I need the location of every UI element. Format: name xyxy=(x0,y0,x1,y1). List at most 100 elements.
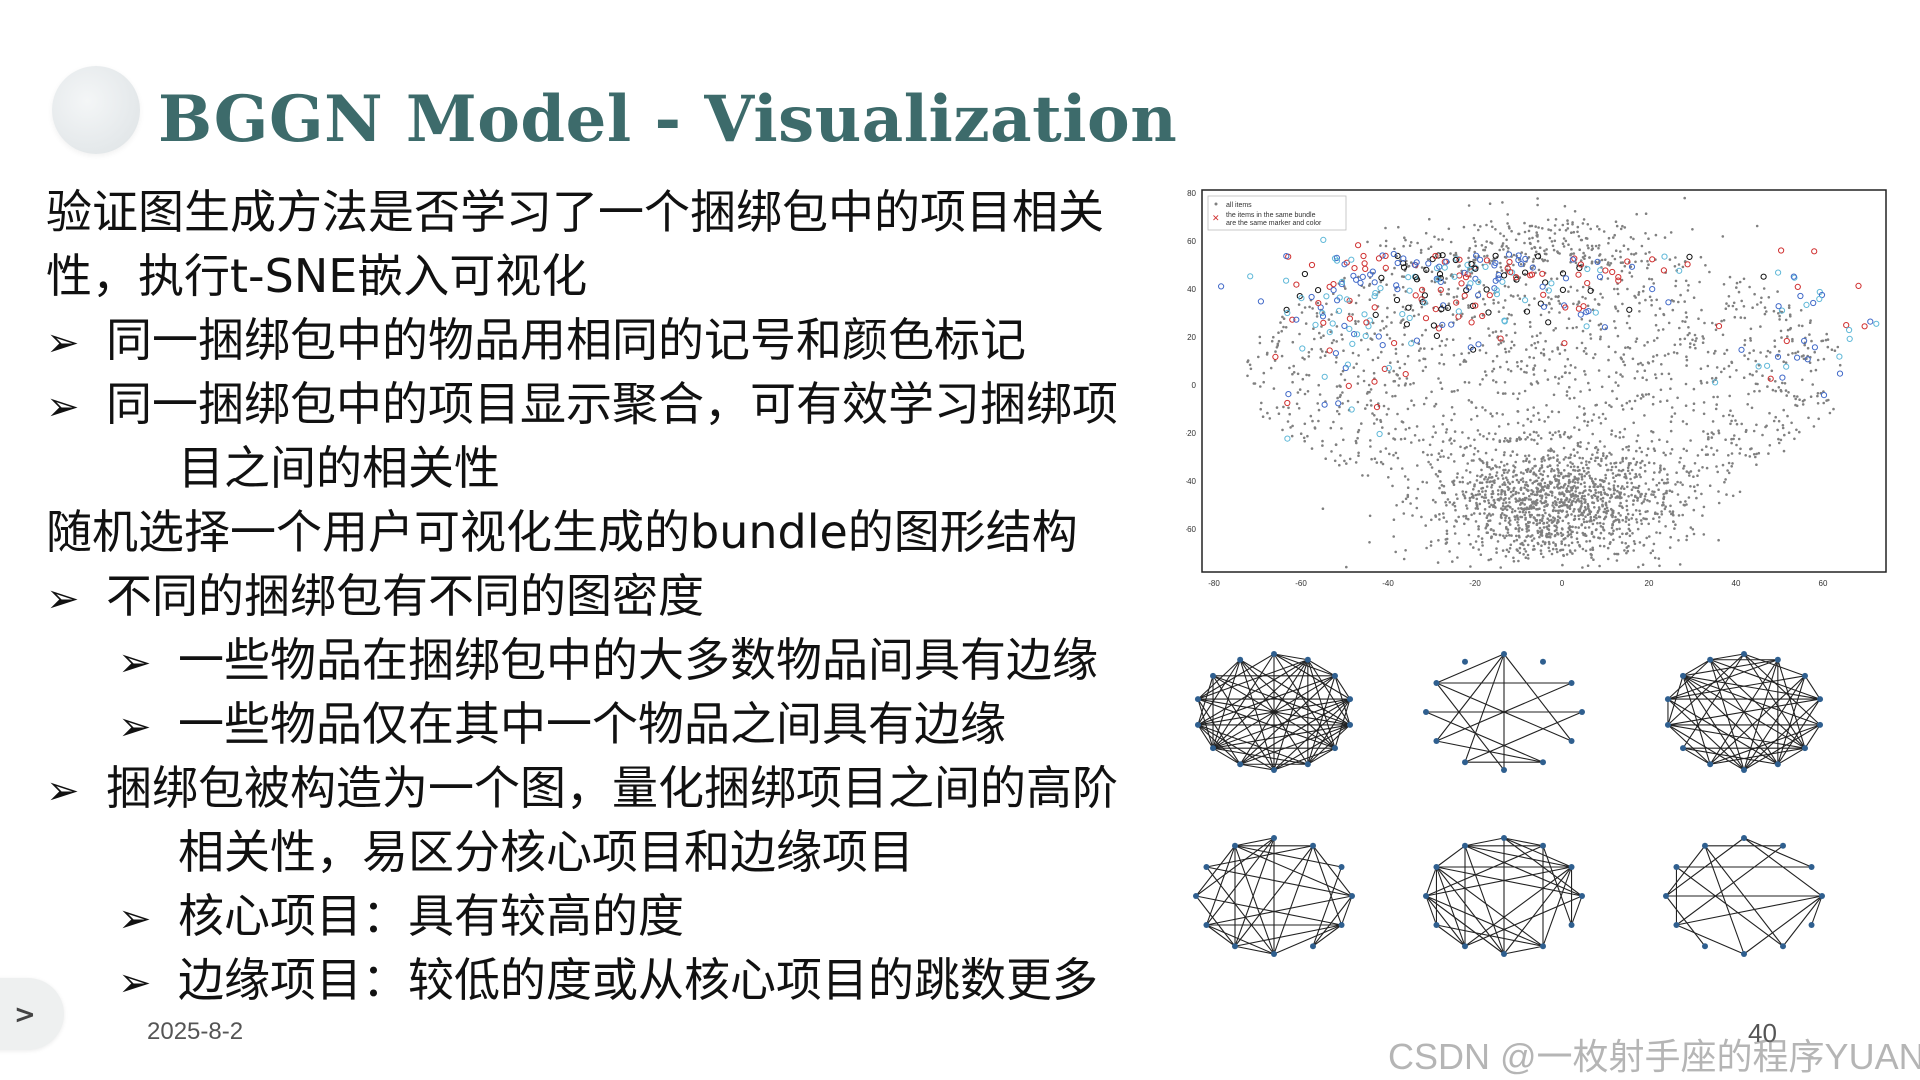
scatter-point xyxy=(1596,448,1600,452)
graph-edge xyxy=(1743,837,1812,868)
scatter-point xyxy=(1766,349,1770,353)
bundle-graph xyxy=(1423,835,1585,957)
scatter-point xyxy=(1419,248,1423,252)
scatter-point xyxy=(1755,452,1758,456)
scatter-point xyxy=(1522,472,1525,475)
scatter-point xyxy=(1371,321,1375,325)
scatter-point xyxy=(1503,347,1507,351)
scatter-point xyxy=(1622,360,1625,363)
scatter-point xyxy=(1621,457,1624,461)
graph-edge xyxy=(1239,698,1351,765)
scatter-point xyxy=(1731,494,1735,498)
scatter-point xyxy=(1356,430,1360,434)
scatter-point xyxy=(1308,305,1311,309)
scatter-point xyxy=(1425,481,1429,484)
bullet-arrow-icon: ➢ xyxy=(118,640,152,686)
scatter-point xyxy=(1472,488,1475,491)
scatter-point xyxy=(1368,541,1371,544)
scatter-point xyxy=(1711,321,1714,325)
scatter-point xyxy=(1403,326,1406,329)
scatter-point xyxy=(1507,285,1510,289)
scatter-point xyxy=(1659,466,1662,470)
scatter-point xyxy=(1509,437,1512,440)
scatter-point xyxy=(1474,540,1478,543)
scatter-point xyxy=(1553,534,1557,538)
scatter-point xyxy=(1621,448,1625,451)
scatter-point xyxy=(1393,266,1396,270)
scatter-point xyxy=(1735,443,1738,447)
scatter-point xyxy=(1684,279,1688,283)
graph-edge xyxy=(1682,675,1711,765)
y-tick-label: -40 xyxy=(1186,477,1197,486)
graph-node xyxy=(1801,745,1808,752)
scatter-point xyxy=(1627,314,1631,318)
scatter-point xyxy=(1637,291,1641,294)
scatter-point xyxy=(1573,210,1577,213)
scatter-point xyxy=(1435,325,1442,332)
scatter-point xyxy=(1647,392,1651,396)
scatter-point xyxy=(1624,475,1628,478)
graph-edge xyxy=(1464,845,1572,868)
scatter-point xyxy=(1534,503,1538,507)
scatter-point xyxy=(1610,468,1613,472)
scatter-point xyxy=(1634,340,1638,343)
scatter-point xyxy=(1532,430,1536,434)
scatter-point xyxy=(1678,337,1682,341)
scatter-point xyxy=(1445,307,1449,310)
scatter-point xyxy=(1434,500,1437,504)
scatter-point xyxy=(1626,346,1630,349)
scatter-point xyxy=(1409,261,1413,264)
scatter-point xyxy=(1372,371,1376,375)
scatter-point xyxy=(1545,248,1548,251)
scatter-point xyxy=(1573,454,1576,458)
scatter-point xyxy=(1366,474,1370,477)
scatter-point xyxy=(1441,238,1444,241)
scatter-point xyxy=(1350,272,1357,279)
scatter-point xyxy=(1716,395,1719,399)
scatter-point xyxy=(1527,229,1531,233)
scatter-point xyxy=(1421,292,1428,299)
scatter-point xyxy=(1554,295,1558,298)
scatter-point xyxy=(1550,467,1554,471)
scatter-point xyxy=(1587,504,1590,508)
scatter-point xyxy=(1650,299,1653,302)
scatter-point xyxy=(1293,316,1300,323)
scatter-point xyxy=(1511,475,1515,478)
scatter-point xyxy=(1791,339,1794,343)
scatter-point xyxy=(1606,263,1609,266)
scatter-point xyxy=(1628,399,1631,403)
scatter-point xyxy=(1425,396,1428,400)
scatter-point xyxy=(1574,378,1577,381)
scatter-point xyxy=(1652,493,1655,497)
scatter-point xyxy=(1551,504,1554,507)
scatter-point xyxy=(1413,434,1417,437)
scatter-point xyxy=(1722,283,1726,286)
scatter-point xyxy=(1597,506,1601,509)
graph-edge xyxy=(1667,659,1711,700)
scatter-point xyxy=(1475,414,1479,418)
scatter-point xyxy=(1538,535,1541,539)
scatter-point xyxy=(1611,472,1615,475)
scatter-point xyxy=(1699,379,1703,383)
scatter-point xyxy=(1613,257,1617,261)
scatter-point xyxy=(1392,369,1395,373)
sidebar-expand-tab[interactable]: > xyxy=(0,978,64,1050)
scatter-point xyxy=(1685,470,1689,473)
scatter-point xyxy=(1516,410,1520,413)
scatter-point xyxy=(1384,226,1387,230)
scatter-point xyxy=(1565,510,1569,513)
scatter-point xyxy=(1798,430,1801,434)
scatter-point xyxy=(1587,285,1591,289)
scatter-point xyxy=(1742,277,1746,281)
scatter-point xyxy=(1651,478,1655,481)
scatter-point xyxy=(1520,360,1523,363)
scatter-point xyxy=(1494,533,1498,536)
scatter-point xyxy=(1277,412,1281,415)
scatter-point xyxy=(1568,504,1572,508)
scatter-point xyxy=(1529,420,1533,423)
scatter-point xyxy=(1703,321,1706,325)
scatter-point xyxy=(1614,518,1618,522)
scatter-point xyxy=(1547,449,1550,452)
scatter-point xyxy=(1723,480,1726,484)
scatter-point xyxy=(1663,354,1667,357)
